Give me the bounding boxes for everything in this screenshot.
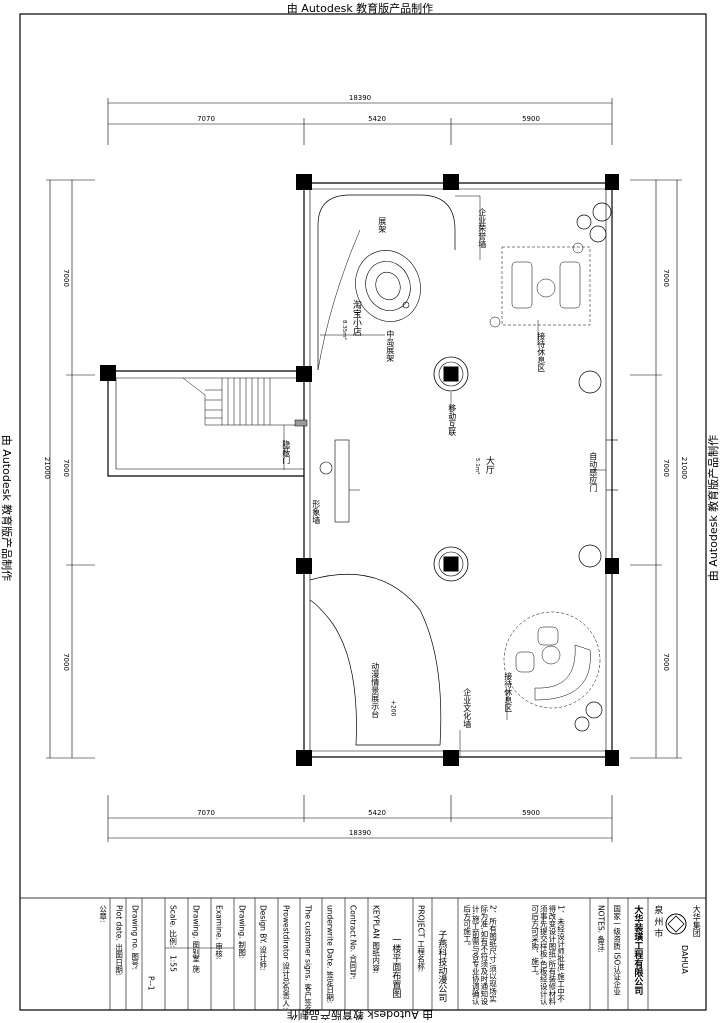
tb-company-sub: 国家一级资质 ISO认证企业 <box>612 905 622 996</box>
plant-icons <box>574 202 612 732</box>
label-taobao-shop: 淘宝小店 <box>350 300 361 336</box>
tb-notes-1: 1、未经设计师批准,施工中不得改变设计图纸,所有装修材料须事先提交样板,色板经设… <box>530 905 566 1005</box>
tb-seal: 公章: <box>98 905 108 923</box>
label-lobby: 大厅 <box>483 456 494 474</box>
watermark-top: 由 Autodesk 教育版产品制作 <box>286 2 434 15</box>
dimension-bottom <box>107 795 613 842</box>
label-anime-stage: 动漫情景展示台 <box>370 662 380 718</box>
tb-notes-2: 2、所有图纸尺寸,须以现场实际为准,如有不符须及时通知设计,施工前需与各专业协调… <box>462 905 498 1005</box>
tb-scale: Scale. 比例: <box>168 905 178 948</box>
dim-seg-top-1: 7070 <box>197 115 215 123</box>
leader-lines <box>283 196 606 757</box>
tb-examine: Examine. 审核: <box>214 905 224 960</box>
tb-logo-cn: 大华集团 <box>692 905 702 937</box>
mobile-pillars <box>433 356 469 582</box>
tb-logo-en: DAHUA <box>680 945 690 974</box>
image-wall <box>319 439 350 523</box>
tb-company-name: 大华装璜工程有限公司 <box>632 905 643 995</box>
dim-total-top: 18390 <box>349 94 371 102</box>
reception-area-top <box>489 242 591 328</box>
label-auto-door: 自动感应门 <box>588 452 598 492</box>
dimension-top <box>107 98 613 145</box>
reception-area-bottom <box>503 611 601 709</box>
tb-project-name: 子燕科技动漫公司 <box>436 930 447 1002</box>
dim-seg-bottom-1: 7070 <box>197 809 215 817</box>
columns <box>100 174 619 766</box>
dim-seg-bottom-2: 5420 <box>368 809 386 817</box>
tb-customer-sign: The customer signs. 客户签名: <box>303 905 313 1016</box>
tb-underwrite-date: underwrite Date. 签定日期: <box>325 905 335 1004</box>
hidden-door <box>294 419 308 427</box>
label-honor-wall: 企业荣誉墙 <box>477 208 487 248</box>
dim-right-3: 7000 <box>662 653 670 671</box>
tb-drawing-no: Drawing no. 图号: <box>130 905 140 971</box>
tb-drawing-type: Drawing. 图别: <box>191 905 201 959</box>
dimension-right <box>630 179 682 759</box>
tb-drawing-type-value: 室 施 <box>191 955 201 973</box>
label-image-wall: 形象墙 <box>311 500 321 524</box>
dim-left-1: 7000 <box>62 269 70 287</box>
dim-total-bottom: 18390 <box>349 829 371 837</box>
display-shelf-curve <box>317 229 361 371</box>
anime-stage <box>309 574 442 746</box>
dim-left-2: 7000 <box>62 459 70 477</box>
dim-right-total: 21000 <box>680 457 688 479</box>
label-display-shelf: 展架 <box>377 217 387 233</box>
dim-seg-top-3: 5900 <box>522 115 540 123</box>
drawing-frame <box>19 13 707 1011</box>
island-display <box>355 250 421 322</box>
tb-keyplan-label: KEYPLAN 图纸内容: <box>371 905 381 974</box>
tb-project-label: PROJECT 工程名称: <box>416 905 426 973</box>
label-reception-top: 接待休息区 <box>536 332 546 372</box>
tb-notes-title: NOTES. 备注: <box>596 905 606 953</box>
label-mobile-internet: 移动互联 <box>447 404 457 436</box>
label-reception-bottom: 接待休息区 <box>503 672 513 712</box>
tb-drawing: Drawing. 制图: <box>237 905 247 959</box>
dim-seg-top-2: 5420 <box>368 115 386 123</box>
tb-city: 泉 州 市 <box>652 905 663 938</box>
tb-keyplan-name: 一楼平面布置图 <box>390 935 401 998</box>
honor-wall-curve <box>317 194 456 370</box>
stair <box>182 377 276 426</box>
tb-drawing-no-value: P--1 <box>146 976 156 991</box>
tb-project-manager: Prowestdirator 设计总负责人: <box>281 905 291 1010</box>
label-anime-stage-height: +200 <box>389 700 397 717</box>
automatic-door <box>606 439 618 491</box>
tb-plot-date: Plot date. 出图日期: <box>114 905 124 976</box>
tb-contract-no: Contract No. 合同号: <box>348 905 358 980</box>
dim-right-1: 7000 <box>662 269 670 287</box>
tb-designer: Design BY. 设计师: <box>258 905 268 971</box>
dimension-left <box>46 179 95 759</box>
dim-left-total: 21000 <box>43 457 51 479</box>
label-lobby-area: 5.1m² <box>474 458 481 475</box>
dim-right-2: 7000 <box>662 459 670 477</box>
tb-scale-value: 1:55 <box>168 955 178 972</box>
label-hidden-door: 隐蔽门 <box>281 440 291 464</box>
label-island-display: 中岛展架 <box>385 330 395 362</box>
label-taobao-area: 8.35m² <box>341 320 348 340</box>
company-logo-icon <box>665 913 687 935</box>
label-culture-wall: 企业文化墙 <box>462 688 472 728</box>
dim-seg-bottom-3: 5900 <box>522 809 540 817</box>
dim-left-3: 7000 <box>62 653 70 671</box>
